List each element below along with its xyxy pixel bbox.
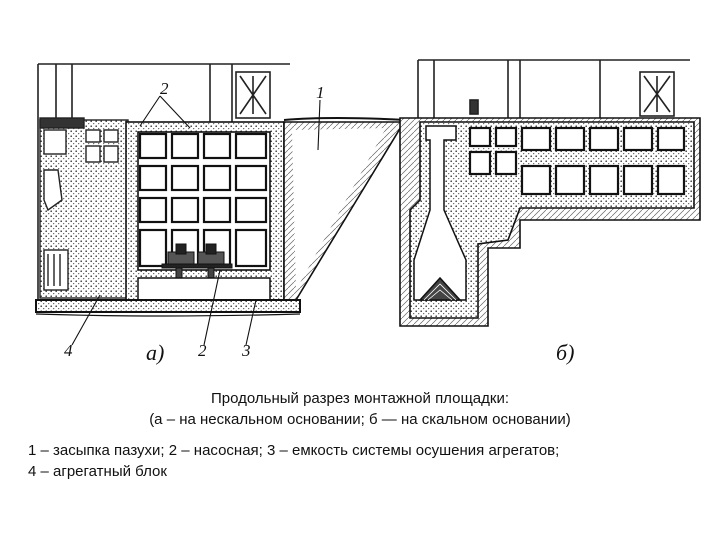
ground-line-a xyxy=(35,299,301,317)
leader-lines-a xyxy=(71,95,321,346)
drainage-tank xyxy=(137,277,271,301)
label-drawing-b: б) xyxy=(556,340,574,365)
draft-tube-b xyxy=(413,125,467,301)
legend-line-2: 4 – агрегатный блок xyxy=(28,463,167,480)
section-drawing: 2 1 4 2 3 а) xyxy=(35,59,701,365)
upper-structure-a xyxy=(37,63,290,300)
label-pump-room-bottom: 2 xyxy=(198,341,207,360)
caption-title: Продольный разрез монтажной площадки: xyxy=(211,390,509,407)
cells-b xyxy=(468,126,686,196)
label-drawing-a: а) xyxy=(146,340,164,365)
label-drainage-tank: 3 xyxy=(241,341,251,360)
backfill-wedge xyxy=(283,117,407,301)
drawing-a: 2 1 4 2 3 а) xyxy=(35,63,407,365)
legend-line-1: 1 – засыпка пазухи; 2 – насосная; 3 – ем… xyxy=(28,442,560,459)
label-pump-room-top: 2 xyxy=(160,79,169,98)
caption-subtitle: (а – на нескальном основании; б — на ска… xyxy=(149,411,571,428)
label-backfill: 1 xyxy=(316,83,325,102)
aggregate-block xyxy=(39,117,129,299)
drawing-b: б) xyxy=(399,59,701,365)
pump-room-cells xyxy=(138,132,268,268)
label-aggregate-block: 4 xyxy=(64,341,73,360)
